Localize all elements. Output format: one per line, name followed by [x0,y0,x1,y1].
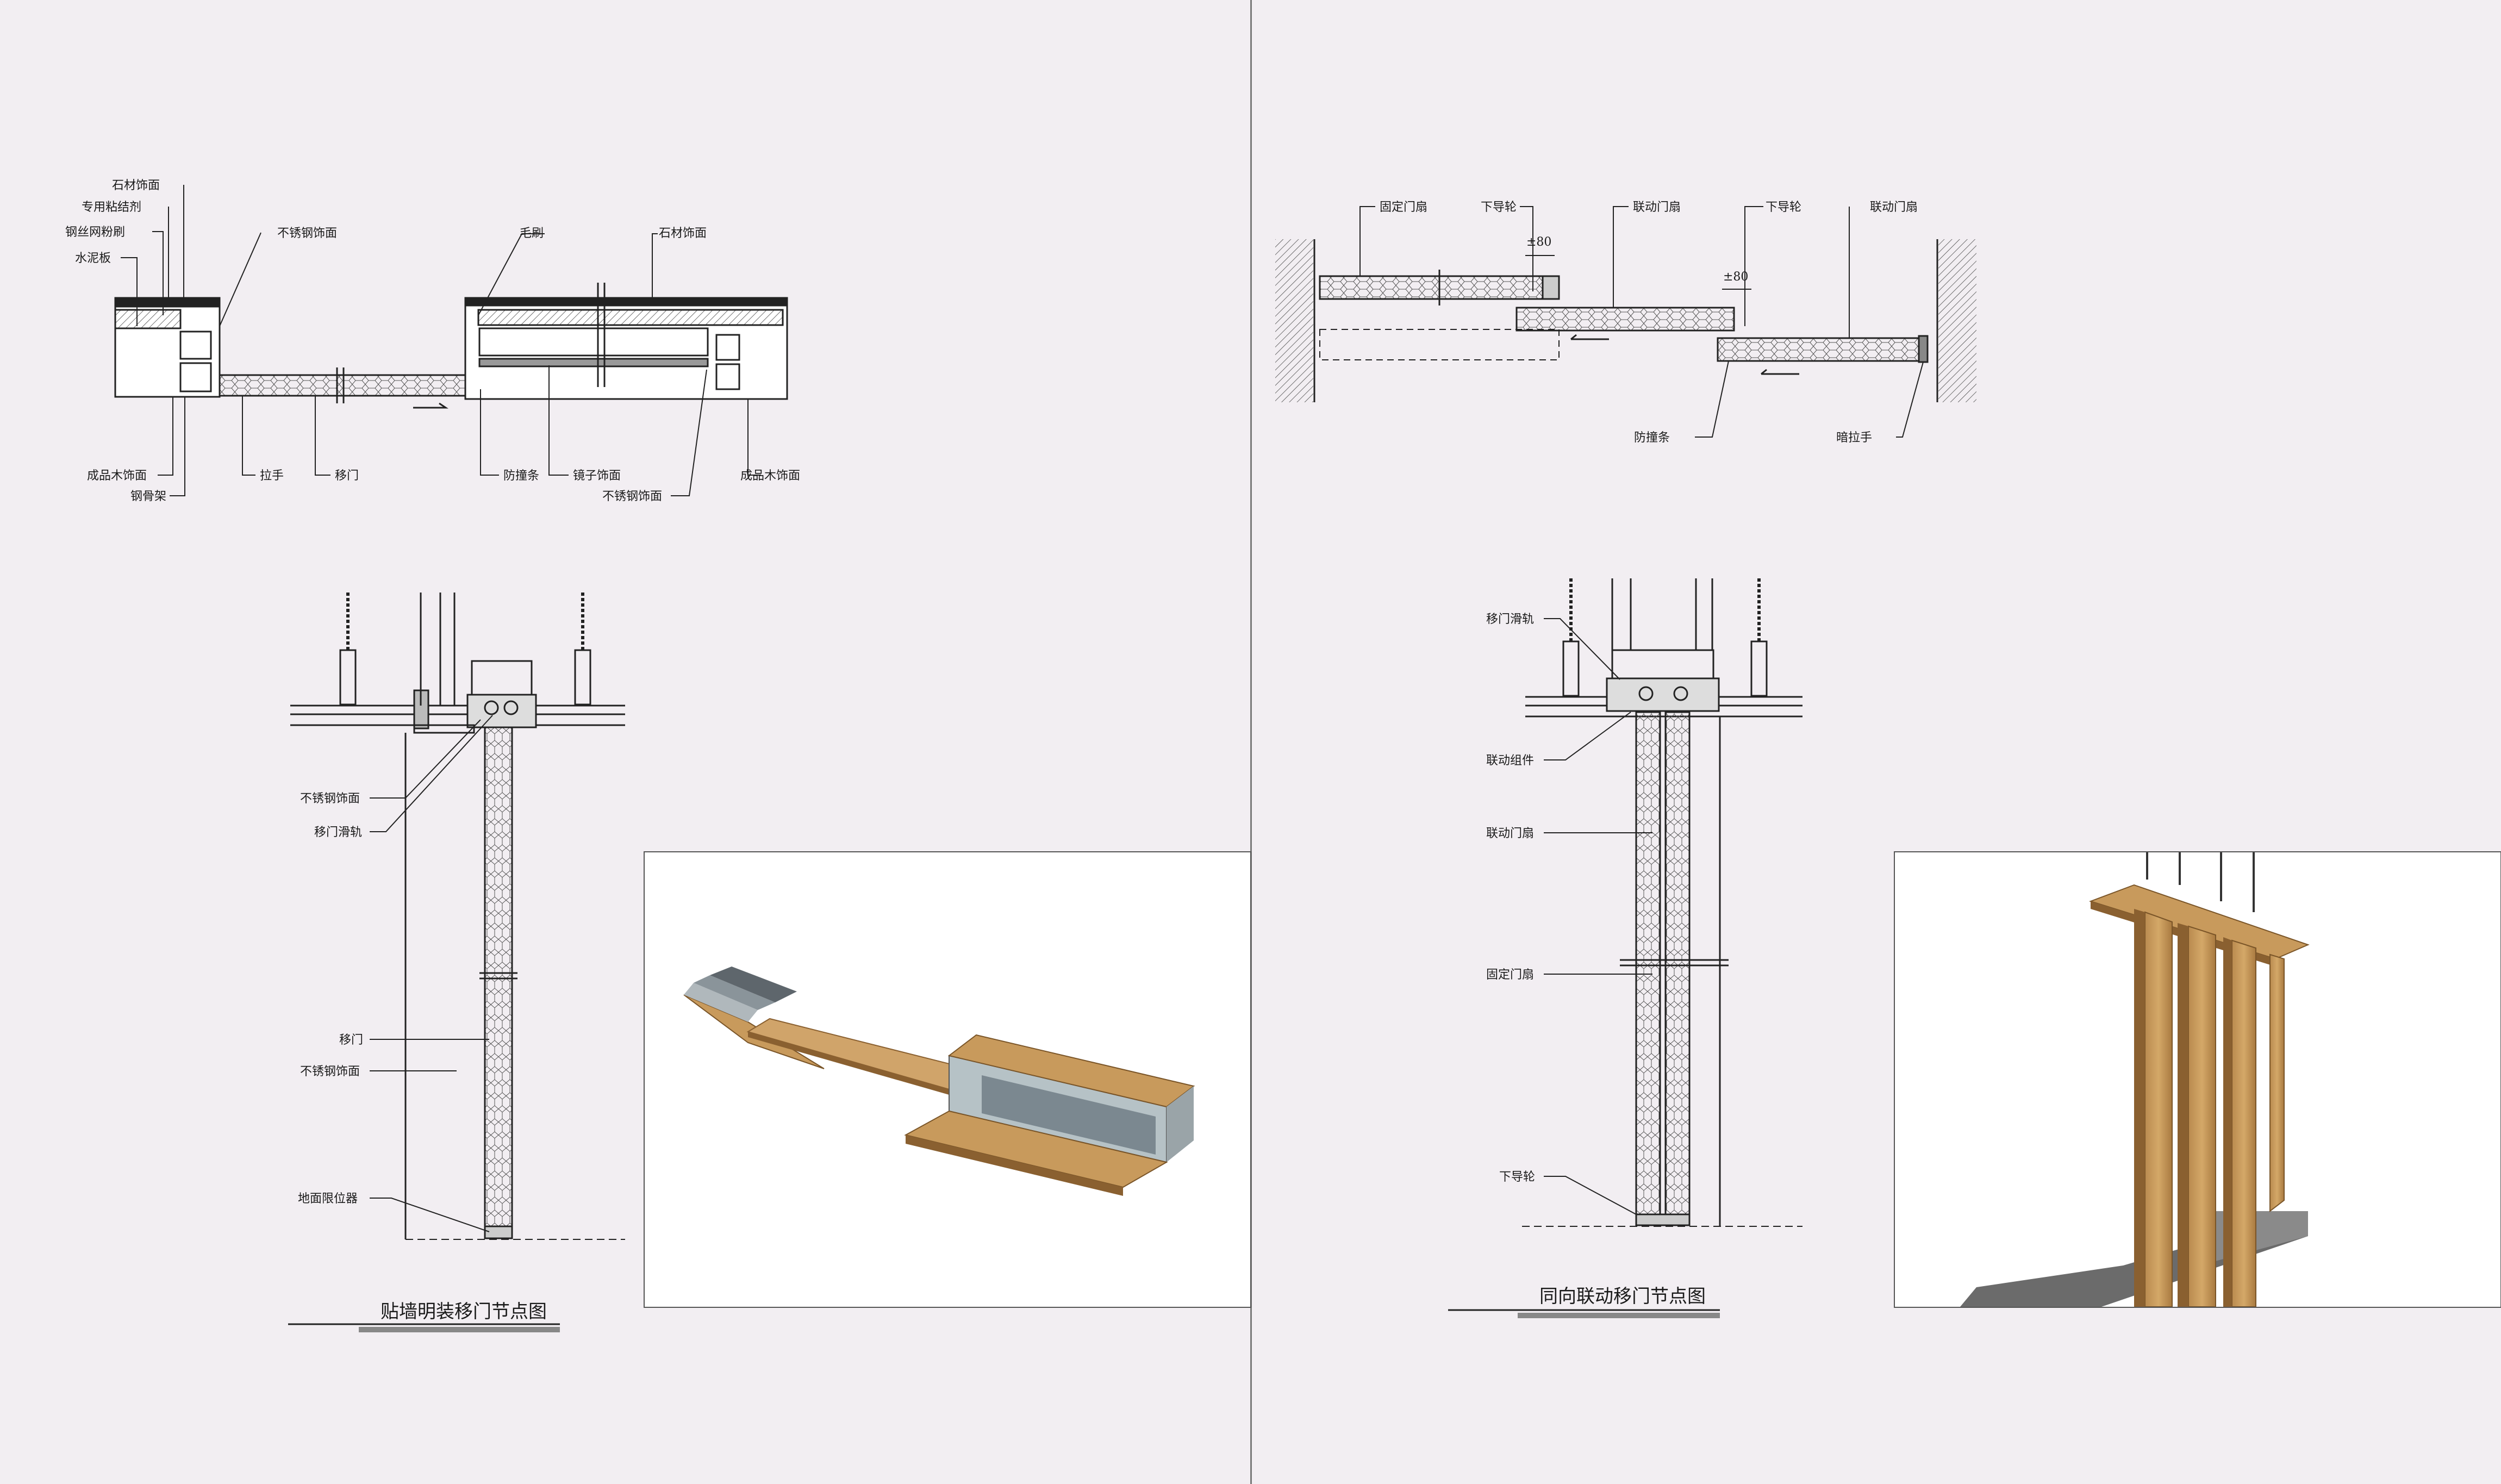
label-fixed-leaf-section: 固定门扇 [1486,968,1534,982]
label-bottom-guide: 下导轮 [1481,201,1517,214]
right-section-detail [1522,578,1803,1227]
label-ss-finish-section-2: 不锈钢饰面 [300,1065,360,1078]
right-section-leaders [1544,618,1652,1215]
label-dim-2: ±80 [1723,270,1748,284]
left-3d-render-drawing [683,967,1195,1196]
right-plan-detail [1275,239,1976,402]
label-wood-finish-2: 成品木饰面 [740,469,800,483]
label-mirror-finish: 镜子饰面 [573,469,621,483]
label-sliding-door: 移门 [335,469,359,483]
left-3d-render [644,851,1251,1308]
label-brush: 毛刷 [520,227,544,240]
label-sliding-door-section: 移门 [339,1033,363,1047]
label-linked-leaf-section: 联动门扇 [1486,827,1534,840]
label-track-right: 移门滑轨 [1486,613,1534,626]
label-handle: 拉手 [260,469,284,483]
label-linked-leaf-2: 联动门扇 [1870,201,1918,214]
right-plan-text: 固定门扇 下导轮 联动门扇 下导轮 联动门扇 ±80 ±80 防撞条 暗拉手 [1380,201,1918,445]
label-linked-leaf: 联动门扇 [1633,201,1681,214]
sheet-divider [1250,0,1252,1484]
left-drawing-title: 贴墙明装移门节点图 [381,1301,547,1323]
label-bottom-guide-2: 下导轮 [1766,201,1801,214]
left-plan-detail [114,283,788,409]
left-section-leaders [370,715,493,1232]
label-anti-collision: 防撞条 [503,469,539,483]
label-ss-finish-bottom: 不锈钢饰面 [602,490,662,503]
right-3d-render-drawing [1960,852,2310,1307]
label-dim-1: ±80 [1526,235,1551,249]
label-steel-frame: 钢骨架 [130,490,166,503]
left-title-block: 贴墙明装移门节点图 [288,1301,560,1332]
label-stone-finish: 石材饰面 [112,179,160,192]
right-drawing-title: 同向联动移门节点图 [1539,1286,1706,1307]
label-track: 移门滑轨 [314,826,362,839]
right-3d-render [1894,851,2501,1308]
label-hidden-handle: 暗拉手 [1836,431,1872,445]
left-plan-text: 石材饰面 专用粘结剂 钢丝网粉刷 水泥板 不锈钢饰面 毛刷 石材饰面 成品木饰面… [65,179,800,503]
label-mesh-plaster: 钢丝网粉刷 [65,226,125,239]
label-ss-finish-section: 不锈钢饰面 [300,792,360,806]
label-cement-board: 水泥板 [75,252,111,265]
label-link-assembly: 联动组件 [1486,754,1534,768]
label-fixed-leaf: 固定门扇 [1380,201,1427,214]
label-stone-finish-2: 石材饰面 [659,227,707,240]
label-ss-finish: 不锈钢饰面 [277,227,337,240]
left-section-text: 不锈钢饰面 移门滑轨 移门 不锈钢饰面 地面限位器 [298,792,363,1206]
right-plan-leaders [1359,206,1924,438]
left-section-detail [290,593,625,1240]
label-adhesive: 专用粘结剂 [82,201,141,214]
label-floor-stop: 地面限位器 [298,1192,358,1206]
right-section-text: 移门滑轨 联动组件 联动门扇 固定门扇 下导轮 [1486,613,1535,1184]
label-anti-collision-right: 防撞条 [1634,431,1670,445]
left-plan-leaders [121,185,761,496]
label-wood-finish: 成品木饰面 [87,469,147,483]
label-bottom-guide-section: 下导轮 [1499,1170,1535,1184]
right-title-block: 同向联动移门节点图 [1448,1286,1720,1318]
